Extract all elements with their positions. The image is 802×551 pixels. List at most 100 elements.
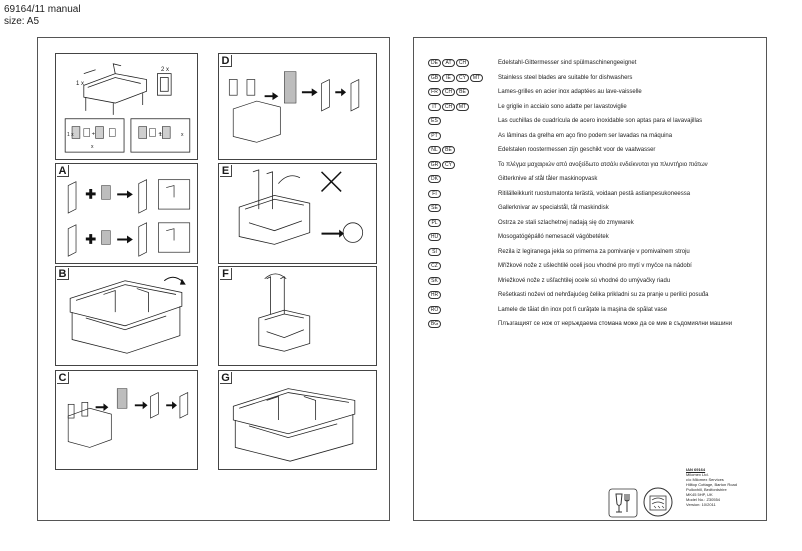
country-code-badge: FR bbox=[428, 88, 441, 96]
size-label: size: A5 bbox=[4, 16, 40, 27]
dishwasher-safety-statement: Stainless steel blades are suitable for … bbox=[498, 74, 633, 81]
country-code-badge: DE bbox=[428, 59, 441, 67]
country-code-badge: DK bbox=[428, 175, 441, 183]
version-label: Version: 10/2011 bbox=[686, 502, 716, 507]
dishwasher-safety-statement: Ritilälleikkurit ruostumatonta terästä, … bbox=[498, 190, 691, 197]
panel-e: E bbox=[218, 163, 377, 264]
country-code-badge: BG bbox=[428, 320, 441, 328]
panel-letter-f: F bbox=[220, 268, 232, 280]
country-code-badge: CH bbox=[456, 59, 469, 67]
dishwasher-safety-statement: Mriežkové nože z ušľachtilej ocele sú vh… bbox=[498, 277, 671, 284]
dishwasher-safety-statement: As lâminas da grelha em aço fino podem s… bbox=[498, 132, 673, 139]
country-code-badge: PL bbox=[428, 218, 441, 227]
address-line: MK45 5HP, UK bbox=[686, 492, 713, 497]
slicer-frame-icon bbox=[83, 63, 148, 115]
panel-letter-b: B bbox=[57, 268, 69, 280]
panel-a-illustration bbox=[67, 179, 191, 257]
panel-letter-e: E bbox=[220, 165, 232, 177]
dishwasher-safety-statement: Плъзгащият се нож от неръждаема стомана … bbox=[498, 321, 733, 327]
panel-g: G bbox=[218, 370, 377, 470]
panel-letter-g: G bbox=[220, 372, 232, 384]
dishwasher-safety-statement: Gitterknive af stål tåler maskinopvask bbox=[498, 176, 598, 182]
country-code-badge: CY bbox=[456, 73, 469, 82]
panel-c: C bbox=[55, 370, 198, 470]
dishwasher-safety-statement: Lamele de tăiat din inox pot fi curăţate… bbox=[498, 306, 668, 313]
country-code-badge: FI bbox=[428, 189, 441, 198]
dishwasher-safety-statement: Las cuchillas de cuadrícula de acero ino… bbox=[498, 118, 703, 124]
country-code-badge: IT bbox=[428, 102, 441, 111]
language-row: SI Rezila iz legiranega jekla so primerna… bbox=[428, 245, 690, 259]
panel-c-illustration bbox=[67, 388, 189, 448]
country-codes: HR bbox=[428, 291, 498, 299]
language-row: FI Ritilälleikkurit ruostumatonta terästä… bbox=[428, 187, 690, 201]
country-code-badge: PT bbox=[428, 131, 441, 140]
dishwasher-safety-statement: Rezila iz legiranega jekla so primerna z… bbox=[498, 248, 690, 255]
combo-right-qty-a: 1 bbox=[159, 132, 162, 138]
manual-title: 69164/11 manual bbox=[4, 4, 81, 15]
panel-e-illustration bbox=[238, 169, 364, 245]
country-code-badge: SI bbox=[428, 247, 441, 256]
left-page: + + 1 x 2 x 1 x x 1 x A bbox=[37, 37, 390, 521]
qty-frame-label: 1 x bbox=[76, 81, 85, 87]
panel-d: D bbox=[218, 53, 377, 160]
dishwasher-safety-statement: Ostrza ze stali szlachetnej nadają się d… bbox=[498, 219, 634, 226]
panel-letter-d: D bbox=[220, 55, 232, 67]
blade-block-icon bbox=[157, 73, 172, 96]
country-code-badge: AT bbox=[442, 59, 455, 67]
panel-intro: + + 1 x 2 x 1 x x 1 x bbox=[55, 53, 198, 160]
country-code-badge: GR bbox=[428, 160, 441, 169]
country-codes: BG bbox=[428, 320, 498, 328]
dishwasher-safety-statement: Gallerknivar av specialstål, tål maskind… bbox=[498, 205, 609, 211]
country-code-badge: CY bbox=[442, 160, 455, 169]
panel-f-illustration bbox=[258, 273, 311, 352]
panel-letter-c: C bbox=[57, 372, 69, 384]
svg-text:+: + bbox=[158, 131, 162, 137]
country-codes: FI bbox=[428, 189, 498, 198]
dishwasher-safety-statement: Rešetkasti noževi od nehrđajućeg čelika … bbox=[498, 292, 709, 298]
combo-right-qty-b: x bbox=[181, 132, 184, 138]
address-line: Milomex Ltd. bbox=[686, 472, 709, 477]
panel-b: B bbox=[55, 266, 198, 366]
country-code-badge: NL bbox=[428, 146, 441, 154]
language-row: RO Lamele de tăiat din inox pot fi curăţa… bbox=[428, 303, 667, 317]
country-code-badge: GB bbox=[428, 73, 441, 82]
combo-left-qty-a: 1 x bbox=[67, 132, 74, 138]
country-codes: PT bbox=[428, 131, 498, 140]
address-line: c/o Milomex Services bbox=[686, 477, 724, 482]
importer-address: IAN 69164 Milomex Ltd. c/o Milomex Servi… bbox=[686, 467, 737, 507]
country-codes: HU bbox=[428, 233, 498, 241]
country-code-badge: RO bbox=[428, 305, 441, 314]
dishwasher-safety-statement: Le griglie in acciaio sono adatte per la… bbox=[498, 103, 627, 110]
country-code-badge: BE bbox=[456, 88, 469, 96]
address-line: Pulloxhill, Bedfordshire bbox=[686, 487, 727, 492]
panel-g-illustration bbox=[232, 388, 356, 462]
dishwasher-safety-statement: Mosogatógépálló nemesacél vágóbetétek bbox=[498, 234, 609, 240]
dishwasher-safety-statement: Το πλέγμα μαχαιριών από ανοξείδωτο ατσάλ… bbox=[498, 161, 708, 168]
dishwasher-safety-statement: Edelstahl-Gittermesser sind spülmaschine… bbox=[498, 60, 637, 66]
country-codes: PL bbox=[428, 218, 498, 227]
parts-overview-illustration: + + bbox=[64, 63, 191, 153]
country-codes: SE bbox=[428, 204, 498, 212]
country-codes: SK bbox=[428, 276, 498, 285]
dishwasher-safety-statement: Edelstalen roostermessen zijn geschikt v… bbox=[498, 147, 656, 153]
document-meta: 69164/11 manual size: A5 bbox=[4, 4, 81, 28]
model-number: Model No.: Z30554 bbox=[686, 497, 721, 502]
country-code-badge: MT bbox=[470, 73, 483, 82]
country-code-badge: CZ bbox=[428, 262, 441, 270]
